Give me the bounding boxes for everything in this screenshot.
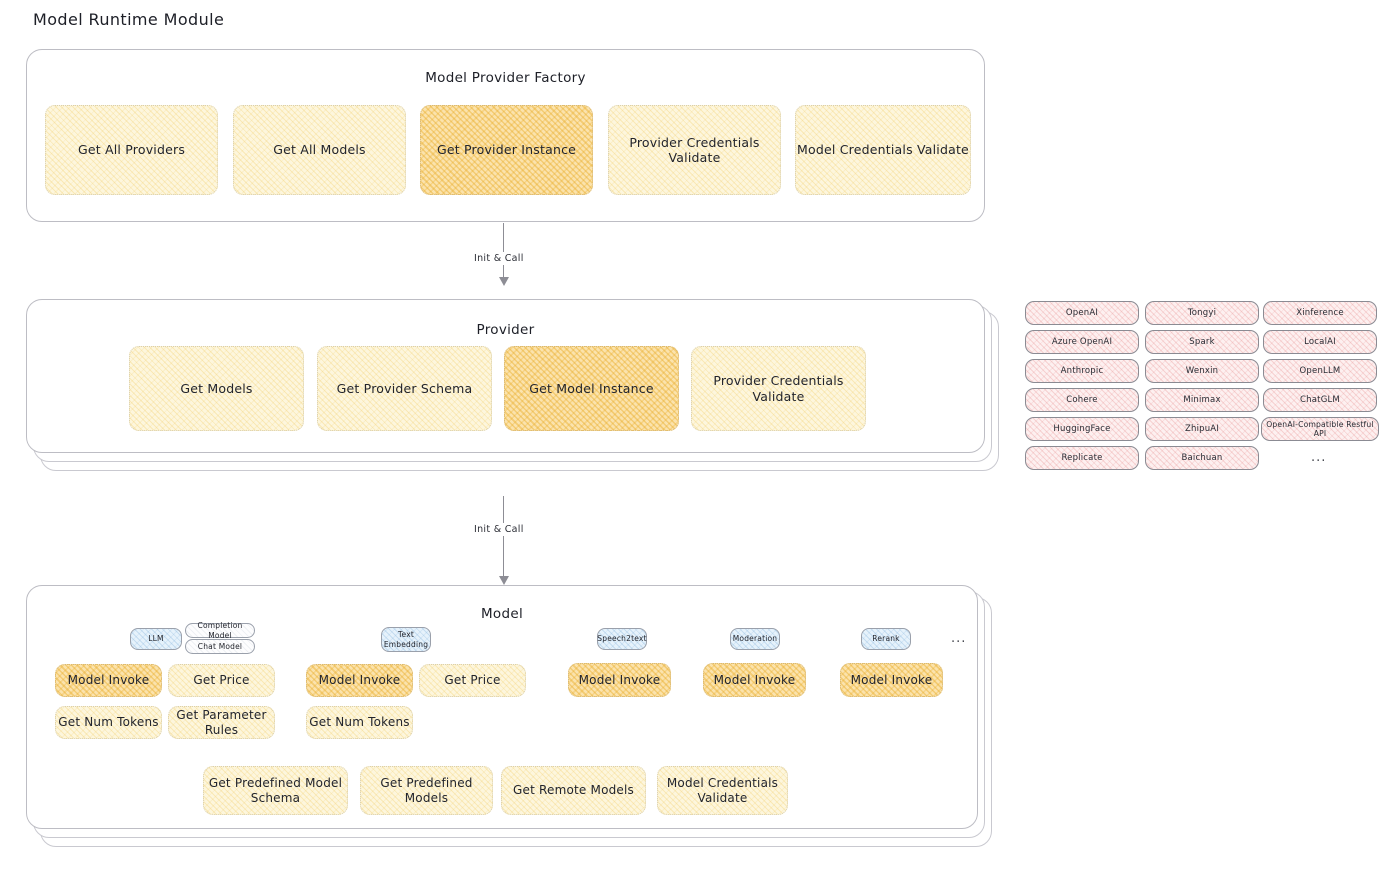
llm-method-get-num-tokens[interactable]: Get Num Tokens xyxy=(55,706,162,739)
model-type-text-embedding[interactable]: Text Embedding xyxy=(381,627,431,652)
llm-method-get-parameter-rules[interactable]: Get Parameter Rules xyxy=(168,706,275,739)
model-shared-method-get-predefined-model-schema[interactable]: Get Predefined Model Schema xyxy=(203,766,348,815)
provider-chip-openai-compatible-restful-api[interactable]: OpenAI-Compatible Restful API xyxy=(1261,417,1379,441)
provider-node-get-models[interactable]: Get Models xyxy=(129,346,304,431)
model-shared-method-get-predefined-models[interactable]: Get Predefined Models xyxy=(360,766,493,815)
provider-chip-tongyi[interactable]: Tongyi xyxy=(1145,301,1259,325)
factory-node-provider-credentials-validate[interactable]: Provider Credentials Validate xyxy=(608,105,781,195)
factory-node-get-provider-instance[interactable]: Get Provider Instance xyxy=(420,105,593,195)
provider-chip-azure-openai[interactable]: Azure OpenAI xyxy=(1025,330,1139,354)
model-subtype-completion-model[interactable]: Completion Model xyxy=(185,621,255,640)
provider-list-more-indicator: ... xyxy=(1311,450,1327,465)
arrow-label-init-and-call-1: Init & Call xyxy=(470,252,528,265)
provider-chip-chatglm[interactable]: ChatGLM xyxy=(1263,388,1377,412)
provider-chip-xinference[interactable]: Xinference xyxy=(1263,301,1377,325)
llm-method-model-invoke[interactable]: Model Invoke xyxy=(55,664,162,697)
provider-chip-cohere[interactable]: Cohere xyxy=(1025,388,1139,412)
provider-title: Provider xyxy=(476,322,535,338)
model-shared-method-model-credentials-validate[interactable]: Model Credentials Validate xyxy=(657,766,788,815)
provider-node-provider-credentials-validate[interactable]: Provider Credentials Validate xyxy=(691,346,866,431)
text-embedding-method-get-num-tokens[interactable]: Get Num Tokens xyxy=(306,706,413,739)
provider-chip-replicate[interactable]: Replicate xyxy=(1025,446,1139,470)
arrow-provider-to-model xyxy=(498,496,509,586)
rerank-method-model-invoke[interactable]: Model Invoke xyxy=(840,663,943,697)
model-title: Model xyxy=(480,606,524,622)
text-embedding-method-get-price[interactable]: Get Price xyxy=(419,664,526,697)
model-types-more-indicator: ... xyxy=(951,631,967,646)
provider-chip-wenxin[interactable]: Wenxin xyxy=(1145,359,1259,383)
provider-chip-openllm[interactable]: OpenLLM xyxy=(1263,359,1377,383)
arrow-label-init-and-call-2: Init & Call xyxy=(470,523,528,536)
model-type-llm[interactable]: LLM xyxy=(130,628,182,650)
provider-chip-minimax[interactable]: Minimax xyxy=(1145,388,1259,412)
provider-chip-zhipuai[interactable]: ZhipuAI xyxy=(1145,417,1259,441)
model-type-moderation[interactable]: Moderation xyxy=(730,628,780,650)
provider-chip-spark[interactable]: Spark xyxy=(1145,330,1259,354)
provider-chip-anthropic[interactable]: Anthropic xyxy=(1025,359,1139,383)
page-title: Model Runtime Module xyxy=(33,10,225,29)
speech2text-method-model-invoke[interactable]: Model Invoke xyxy=(568,663,671,697)
provider-chip-baichuan[interactable]: Baichuan xyxy=(1145,446,1259,470)
factory-node-model-credentials-validate[interactable]: Model Credentials Validate xyxy=(795,105,971,195)
moderation-method-model-invoke[interactable]: Model Invoke xyxy=(703,663,806,697)
model-subtype-chat-model[interactable]: Chat Model xyxy=(185,639,255,654)
provider-node-get-model-instance[interactable]: Get Model Instance xyxy=(504,346,679,431)
provider-chip-openai[interactable]: OpenAI xyxy=(1025,301,1139,325)
provider-node-get-provider-schema[interactable]: Get Provider Schema xyxy=(317,346,492,431)
model-type-speech2text[interactable]: Speech2text xyxy=(597,628,647,650)
model-provider-factory-title: Model Provider Factory xyxy=(425,70,586,86)
arrow-factory-to-provider xyxy=(498,223,509,286)
model-type-rerank[interactable]: Rerank xyxy=(861,628,911,650)
provider-chip-localai[interactable]: LocalAI xyxy=(1263,330,1377,354)
provider-chip-huggingface[interactable]: HuggingFace xyxy=(1025,417,1139,441)
factory-node-get-all-providers[interactable]: Get All Providers xyxy=(45,105,218,195)
model-shared-method-get-remote-models[interactable]: Get Remote Models xyxy=(501,766,646,815)
llm-method-get-price[interactable]: Get Price xyxy=(168,664,275,697)
factory-node-get-all-models[interactable]: Get All Models xyxy=(233,105,406,195)
text-embedding-method-model-invoke[interactable]: Model Invoke xyxy=(306,664,413,697)
